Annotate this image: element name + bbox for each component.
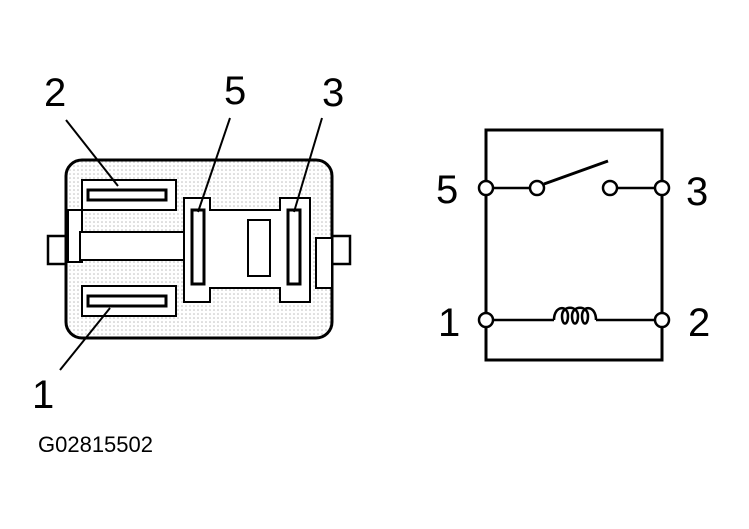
pin-2-terminal [86,188,168,202]
coil-symbol [552,306,598,325]
switch-contact [601,179,619,197]
pin-5-terminal [190,208,206,286]
terminal-label-3: 3 [686,170,708,214]
pin-label-1: 1 [32,373,54,417]
terminal-label-1: 1 [438,301,460,345]
switch-pivot [528,179,546,197]
center-slot [247,219,271,277]
pin-3-terminal [286,208,302,286]
terminal-label-2: 2 [688,301,710,345]
terminal-1-node [477,311,495,329]
terminal-5-node [477,179,495,197]
pin-label-2: 2 [44,71,66,115]
pin-3-leader [293,117,323,213]
center-bar [79,231,185,261]
pin-1-terminal [86,294,168,308]
pin-1-leader [59,307,111,371]
switch-arm [543,159,609,186]
terminal-2-node [653,311,671,329]
pin-label-5: 5 [224,69,246,113]
pin-2-leader [65,119,119,187]
schematic-box [484,128,664,362]
relay-schematic: 5 3 1 2 [436,128,710,362]
pin-label-3: 3 [322,71,344,115]
terminal-3-node [653,179,671,197]
right-key [315,237,333,289]
pin-5-leader [197,117,231,213]
terminal-label-5: 5 [436,168,458,212]
figure-code: G02815502 [38,432,153,457]
connector-face-view: 2 5 3 1 [32,69,352,417]
